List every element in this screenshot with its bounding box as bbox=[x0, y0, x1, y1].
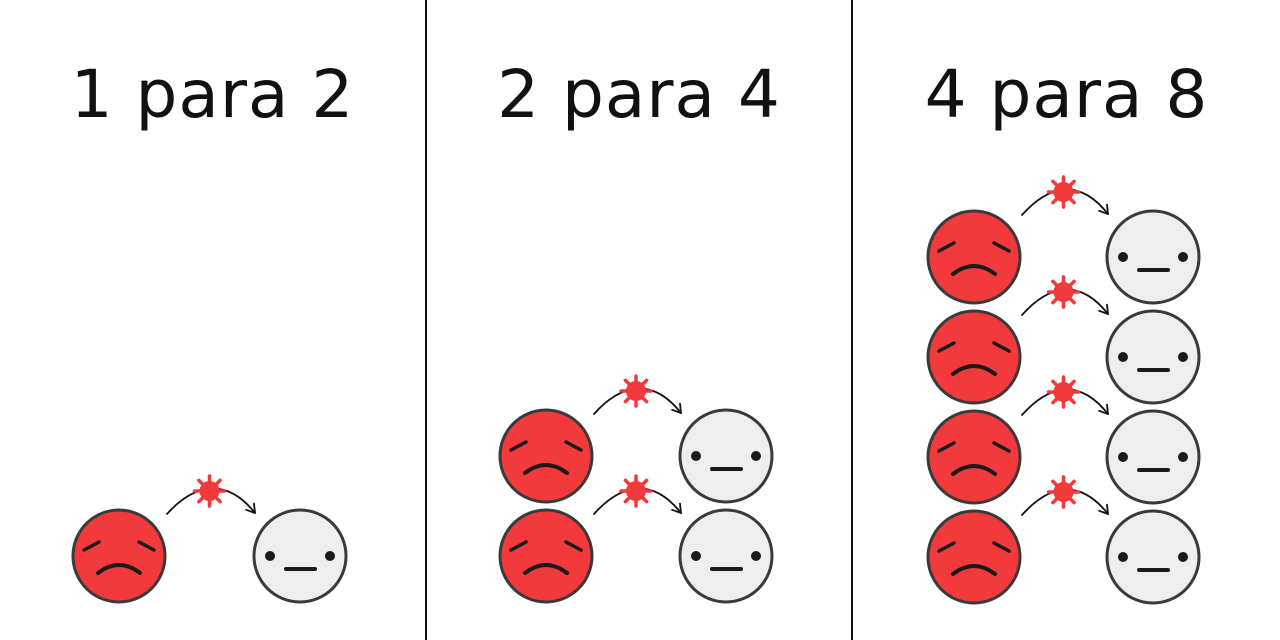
panel-divider bbox=[851, 0, 853, 640]
virus-icon bbox=[1046, 375, 1081, 409]
panel-1-para-2: 1 para 2 bbox=[0, 0, 425, 640]
neutral-healthy-face-icon bbox=[1105, 409, 1201, 505]
sad-infected-face-icon bbox=[71, 508, 167, 604]
transmission-scene bbox=[926, 175, 1201, 605]
neutral-healthy-face-icon bbox=[678, 508, 774, 604]
sad-infected-face-icon bbox=[498, 408, 594, 504]
sad-infected-face-icon bbox=[926, 309, 1022, 405]
virus-icon bbox=[1046, 475, 1081, 509]
virus-icon bbox=[1046, 175, 1081, 209]
transmission-scene bbox=[71, 474, 348, 604]
virus-icon bbox=[1046, 275, 1081, 309]
neutral-healthy-face-icon bbox=[252, 508, 348, 604]
virus-icon bbox=[619, 374, 653, 408]
neutral-healthy-face-icon bbox=[1105, 509, 1201, 605]
panel-2-para-4: 2 para 4 bbox=[427, 0, 851, 640]
panel-4-para-8: 4 para 8 bbox=[853, 0, 1280, 640]
panel-title: 1 para 2 bbox=[70, 56, 355, 133]
sad-infected-face-icon bbox=[926, 509, 1022, 605]
sad-infected-face-icon bbox=[926, 209, 1022, 305]
neutral-healthy-face-icon bbox=[678, 408, 774, 504]
virus-icon bbox=[192, 474, 227, 508]
panel-title: 4 para 8 bbox=[924, 56, 1209, 133]
neutral-healthy-face-icon bbox=[1105, 209, 1201, 305]
virus-icon bbox=[619, 474, 653, 508]
panel-title: 2 para 4 bbox=[497, 56, 781, 133]
transmission-scene bbox=[498, 374, 774, 604]
neutral-healthy-face-icon bbox=[1105, 309, 1201, 405]
panel-divider bbox=[425, 0, 427, 640]
sad-infected-face-icon bbox=[498, 508, 594, 604]
sad-infected-face-icon bbox=[926, 409, 1022, 505]
